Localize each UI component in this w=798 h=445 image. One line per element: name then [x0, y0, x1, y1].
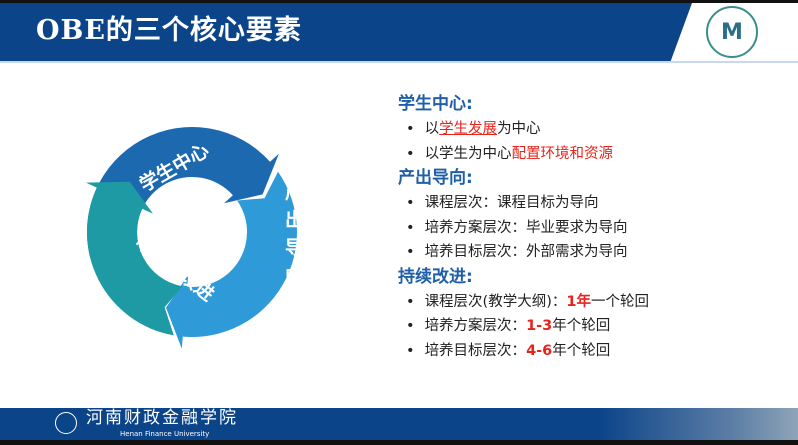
cycle-segment-output-oriented — [166, 171, 297, 349]
footer-logo-icon — [55, 412, 77, 434]
footer-university-name: 河南财政金融学院 — [86, 408, 238, 428]
list-item: 培养方案层次：毕业要求为导向 — [398, 216, 649, 241]
content-list: 学生中心: 以学生发展为中心 以学生为中心配置环境和资源 产出导向: 课程层次：… — [398, 92, 649, 363]
list-item: 以学生发展为中心 — [398, 117, 649, 142]
footer-university-en: Henan Finance University — [120, 430, 210, 438]
top-bar — [0, 0, 798, 3]
cycle-segment-continuous-improvement — [86, 181, 183, 336]
list-item: 培养目标层次：外部需求为导向 — [398, 240, 649, 265]
cycle-diagram: 学生中心 产出导向 可持续改进 — [86, 127, 304, 349]
list-item: 培养目标层次：4-6年个轮回 — [398, 339, 649, 364]
list-item: 课程层次：课程目标为导向 — [398, 191, 649, 216]
slide-footer — [0, 408, 798, 440]
cycle-label-output-oriented: 产出导向 — [285, 180, 304, 287]
heading-student-center: 学生中心: — [398, 94, 473, 114]
heading-output-oriented: 产出导向: — [398, 168, 473, 188]
university-logo: M — [706, 6, 758, 58]
bottom-bar — [0, 440, 798, 445]
list-item: 课程层次(教学大纲)：1年一个轮回 — [398, 290, 649, 315]
slide-header — [0, 3, 798, 61]
list-item: 培养方案层次：1-3年个轮回 — [398, 314, 649, 339]
slide-title: OBE的三个核心要素 — [36, 15, 302, 46]
heading-continuous-improvement: 持续改进: — [398, 266, 473, 287]
header-divider — [0, 61, 798, 63]
list-item: 以学生为中心配置环境和资源 — [398, 142, 649, 167]
